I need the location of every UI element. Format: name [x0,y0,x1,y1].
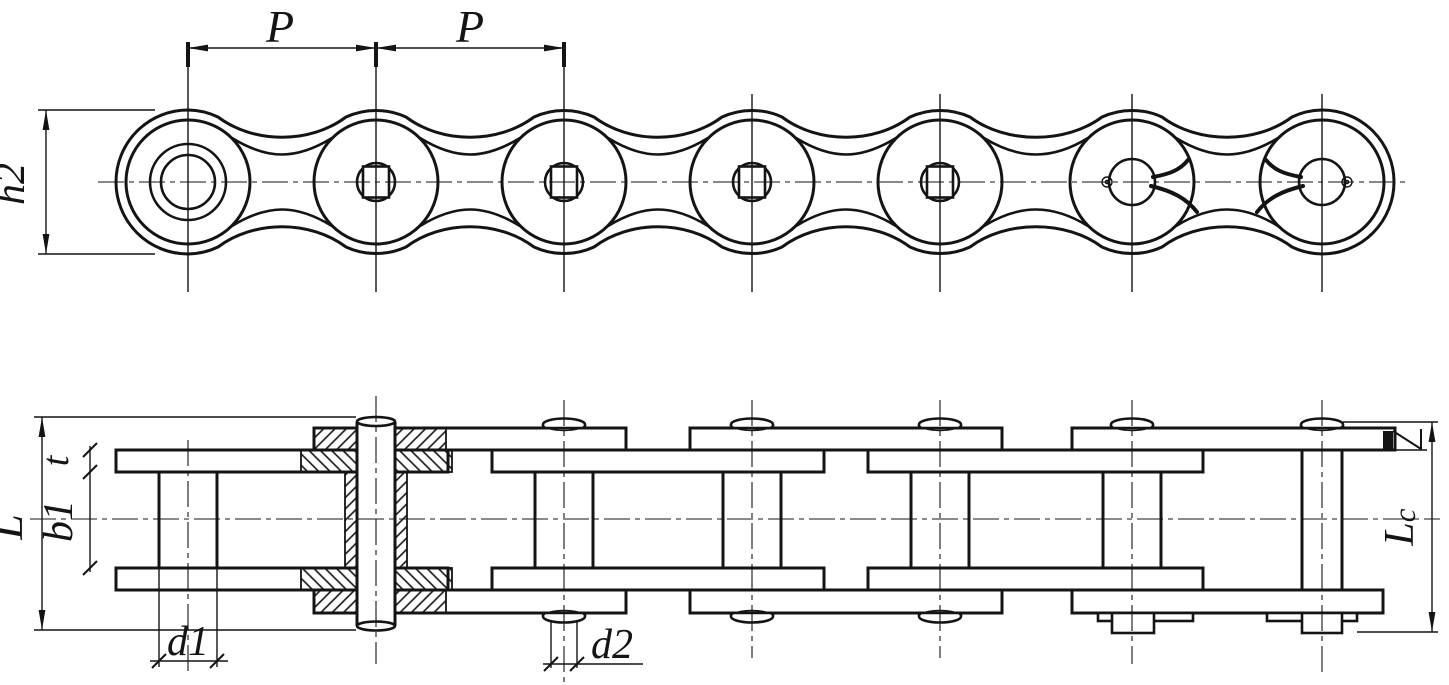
plan-view-centerlines [30,396,1440,685]
dim-label-connecting-length: Lc [1377,508,1423,546]
side-view-centerlines [98,48,1408,292]
dim-label-inner-width: b1 [36,500,82,542]
dim-label-pitch-2: P [455,1,484,52]
clip-prong [1151,158,1190,179]
dim-label-pin-diameter: d2 [591,622,633,668]
dim-label-pin-length: L [0,514,32,541]
pin-length-dimension: L [0,416,356,631]
waist-contours [231,136,1279,228]
plate-height-dimension: h2 [0,109,155,255]
side-view: P P h2 [0,1,1408,292]
spring-clip-edge [1096,611,1359,635]
inner-plates [114,448,1205,592]
clip-prong [1149,184,1199,214]
width-thickness-dimensions: t b1 [35,442,98,576]
pin-diameter-dimension: d2 [543,620,643,672]
plan-view: L t b1 d1 d2 [0,396,1440,685]
dim-label-pitch-1: P [265,1,294,52]
clip-prong [1264,158,1303,179]
clip-prong [1255,184,1305,214]
outer-plates [312,426,1397,615]
dim-label-plate-height: h2 [0,163,34,205]
dim-label-plate-thickness: t [35,454,77,466]
pin-heads-top [541,417,1345,432]
plate-end-section-mark [1383,429,1427,451]
rollers [157,472,1163,568]
connecting-length-dimension: Lc [1343,421,1438,633]
